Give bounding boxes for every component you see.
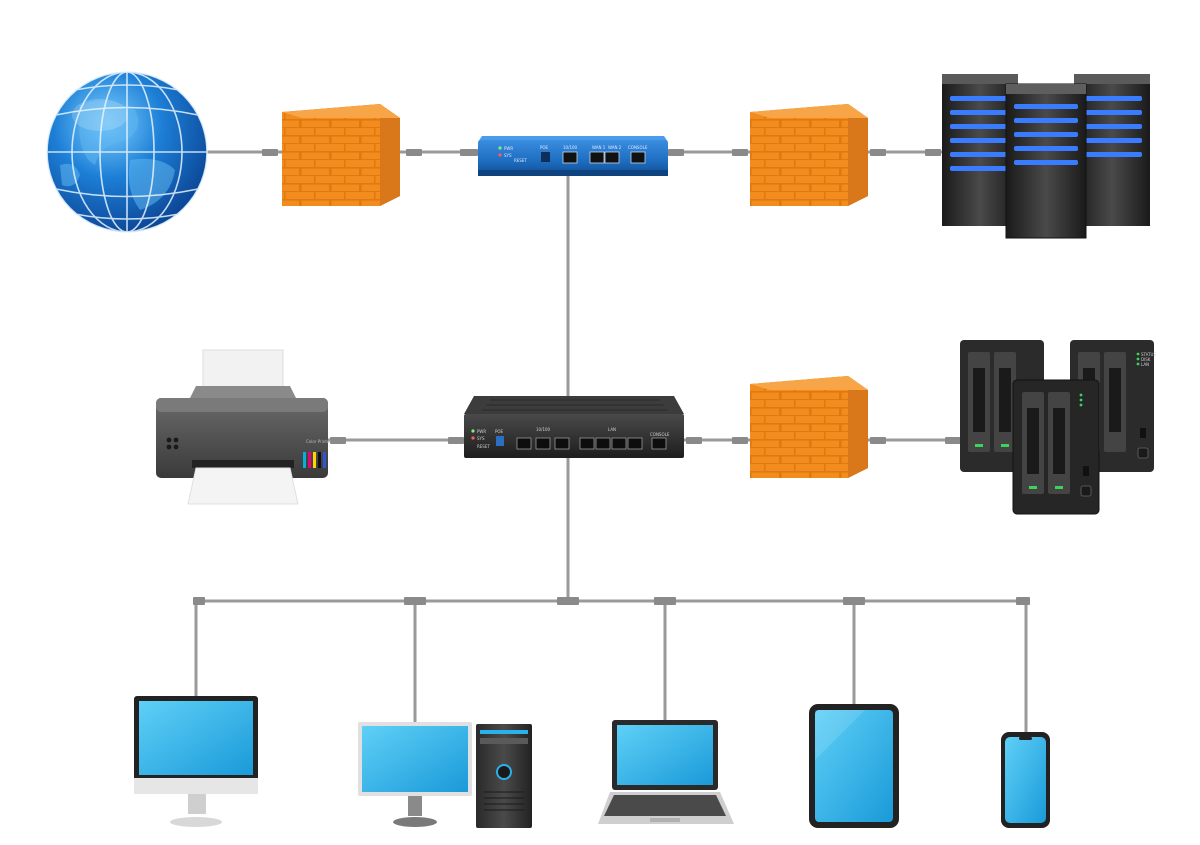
firewall-icon-middle xyxy=(750,376,868,478)
firewall-icon-top-left xyxy=(282,104,400,206)
router-label-reset: RESET xyxy=(514,158,527,163)
router-label-sys: SYS xyxy=(504,153,512,158)
nas-led-lan-right: LAN xyxy=(1141,362,1149,367)
switch-label-reset: RESET xyxy=(477,444,490,449)
nas-unit-front xyxy=(1012,379,1100,515)
switch-label-pwr: PWR xyxy=(477,429,486,434)
tablet-icon xyxy=(809,704,899,828)
switch-label-group1: 10/100 xyxy=(536,427,551,432)
router-port-console xyxy=(630,151,646,164)
firewall-icon-top-right xyxy=(750,104,868,206)
switch-label-sys: SYS xyxy=(477,436,485,441)
router-port-wan2 xyxy=(604,151,620,164)
switch-icon: PWR SYS RESET POE 10/100 LAN CONSOLE xyxy=(464,396,684,458)
router-icon: PWR SYS RESET POE 10/100 WAN 1 WAN 2 CON… xyxy=(478,136,668,176)
server-tower-right xyxy=(1074,74,1150,226)
router-port-lan1 xyxy=(562,151,578,164)
nas-storage-icon: STATUS DISK LAN xyxy=(960,340,1156,515)
smartphone-icon xyxy=(1001,732,1050,828)
server-rack-icon xyxy=(942,74,1150,239)
internet-globe-icon xyxy=(46,71,208,233)
cable-joints xyxy=(193,149,1030,605)
switch-port-console xyxy=(651,437,667,450)
printer-brand-label: Color Printer xyxy=(306,439,331,444)
router-label-console: CONSOLE xyxy=(628,145,648,150)
switch-label-group2: LAN xyxy=(608,427,616,432)
workstation-monitor-icon xyxy=(358,722,472,827)
router-label-lan1: 10/100 xyxy=(563,145,578,150)
router-label-poe: POE xyxy=(540,145,549,150)
router-label-wan2: WAN 2 xyxy=(608,145,622,150)
router-port-poe xyxy=(541,152,550,162)
server-tower-left xyxy=(942,74,1018,226)
server-tower-center xyxy=(1005,83,1087,239)
router-port-wan1 xyxy=(589,151,605,164)
printer-icon: Color Printer xyxy=(156,349,331,505)
switch-label-console: CONSOLE xyxy=(650,432,670,437)
nas-led-status-right: STATUS xyxy=(1141,352,1156,357)
desktop-monitor-icon xyxy=(134,696,258,827)
router-label-pwr: PWR xyxy=(504,146,513,151)
router-label-wan1: WAN 1 xyxy=(592,145,606,150)
switch-label-poe: POE xyxy=(495,429,504,434)
switch-port-poe xyxy=(496,436,504,446)
pc-tower-icon xyxy=(476,724,532,828)
laptop-icon xyxy=(598,720,734,824)
nas-led-disk-right: DISK xyxy=(1141,357,1151,362)
cables xyxy=(194,150,1028,734)
